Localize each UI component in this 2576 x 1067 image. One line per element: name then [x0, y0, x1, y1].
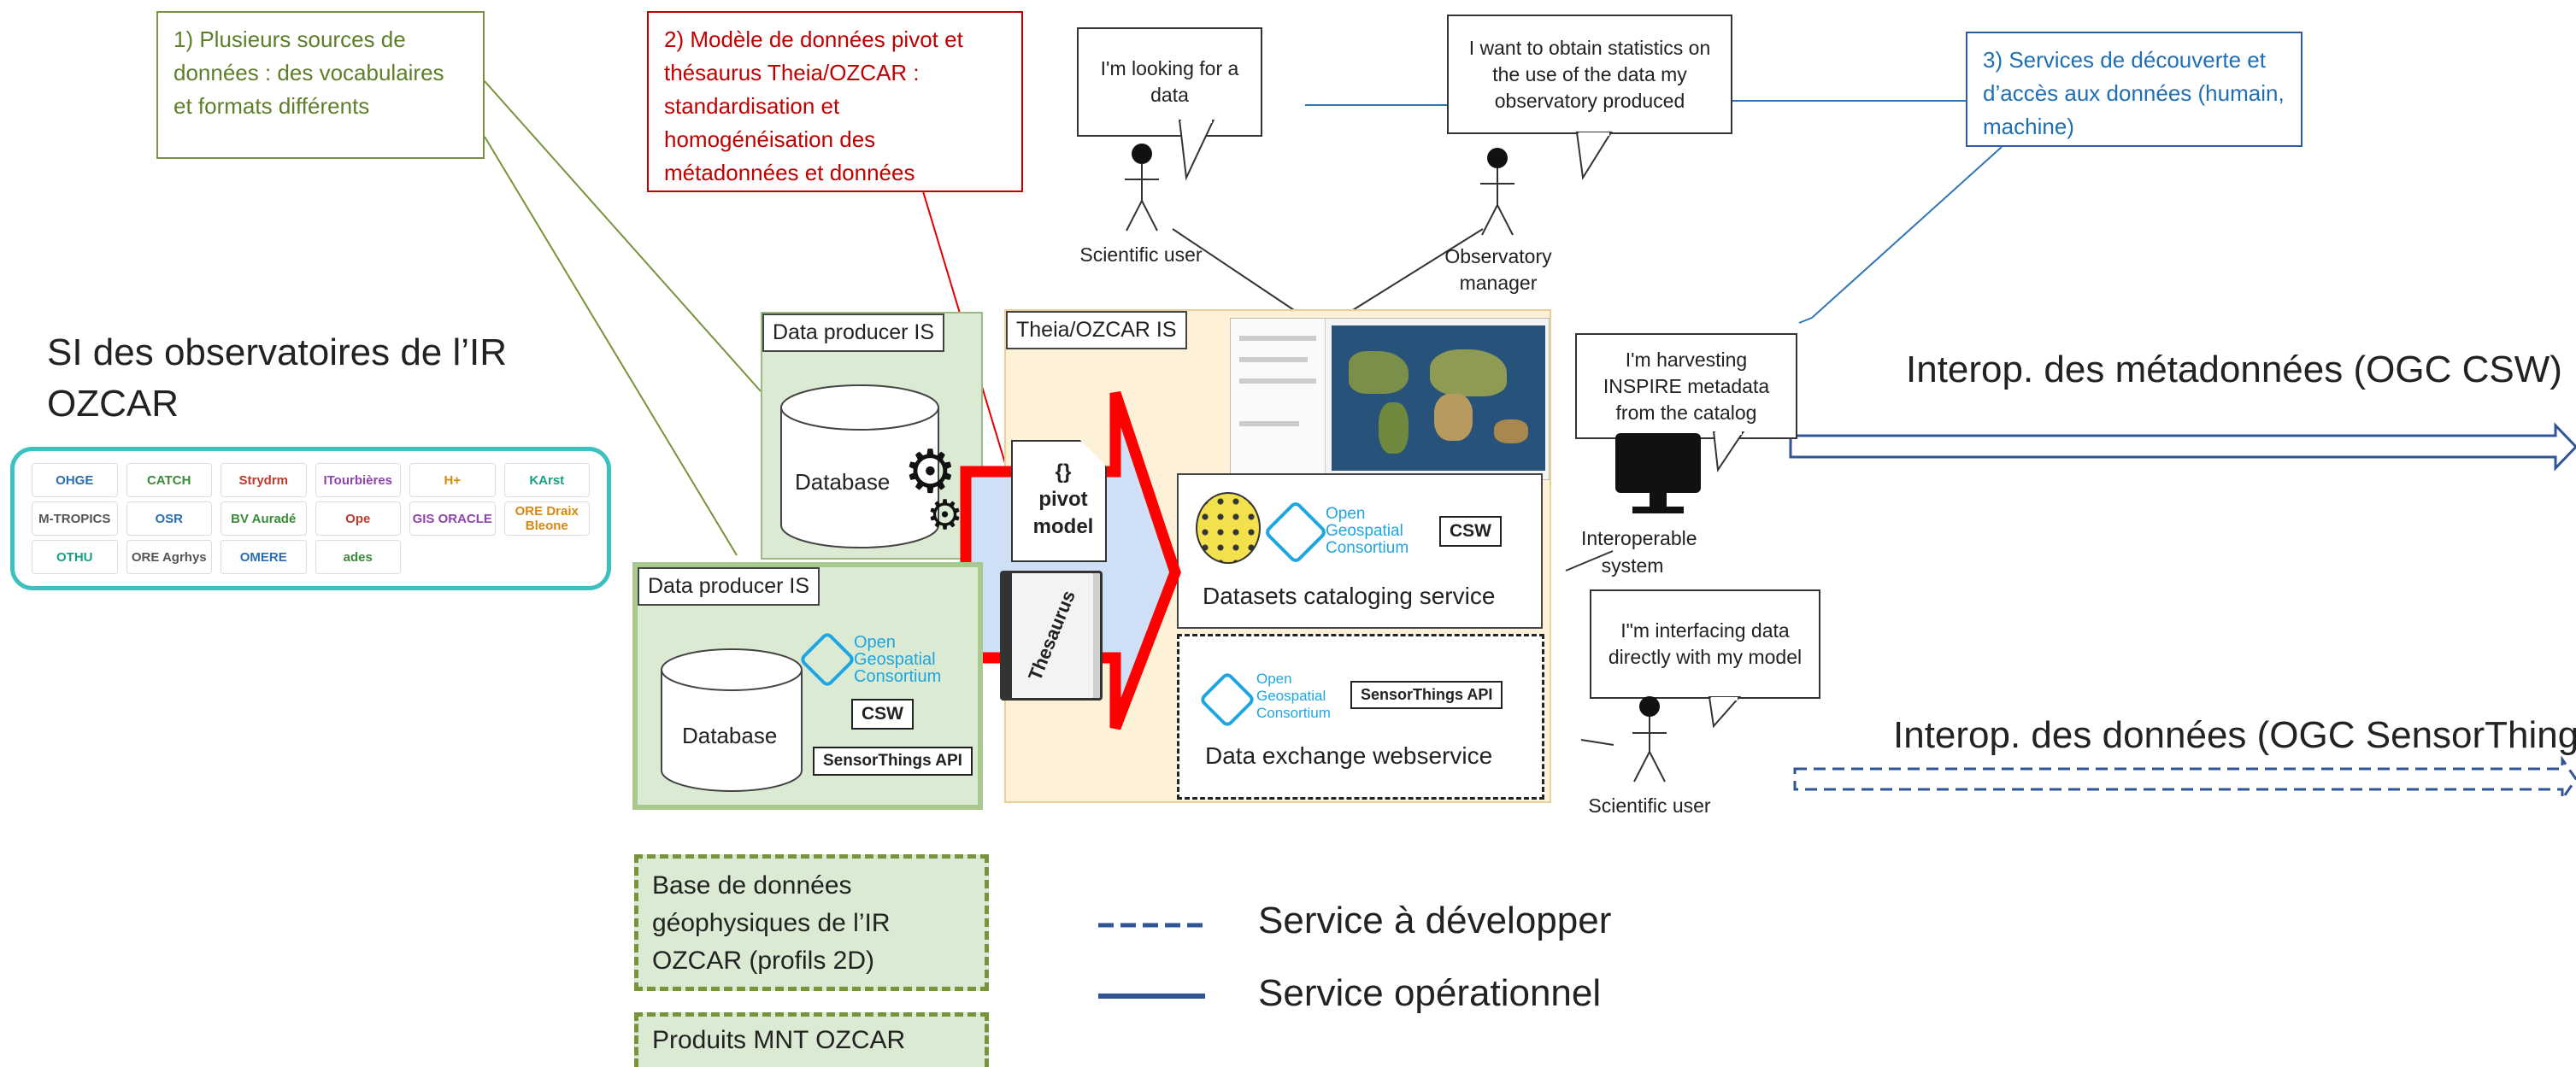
producer-csw-badge: CSW [851, 699, 914, 730]
computer-monitor-icon [1615, 433, 1701, 493]
catalog-screenshot [1230, 318, 1550, 480]
pivot-model-text: {} pivot model [1032, 460, 1094, 538]
observatory-manager-label: Observatory manager [1444, 245, 1552, 294]
observatory-logo: M-TROPICS [32, 501, 118, 536]
callout-sources: 1) Plusieurs sources de données : des vo… [156, 11, 485, 159]
bubble-text: I'm harvesting INSPIRE metadata from the… [1603, 348, 1770, 424]
observatories-title: SI des observatoires de l’IR OZCAR [47, 331, 508, 425]
observatory-logo: BV Auradé [221, 501, 307, 536]
observatory-logo: ITourbières [315, 463, 401, 497]
interop-data-label: Interop. des données (OGC SensorThings) [1893, 714, 2576, 756]
pivot-model-document: {} pivot model [1011, 440, 1107, 562]
bubble-text: I"m interfacing data directly with my mo… [1608, 619, 1803, 668]
speech-bubble-harvesting: I'm harvesting INSPIRE metadata from the… [1575, 333, 1797, 439]
speech-bubble-statistics: I want to obtain statistics on the use o… [1447, 15, 1732, 134]
gears-icon: ⚙ [903, 438, 957, 505]
dem-products-box: Produits MNT OZCAR [634, 1012, 989, 1067]
observatory-logo: OTHU [32, 540, 118, 574]
interoperable-system-label: Interoperable system [1581, 527, 1697, 577]
observatory-manager-figure [1480, 132, 1613, 236]
database-label: Database [795, 469, 891, 495]
ogc-logo-icon [1198, 671, 1256, 729]
observatory-logo: KArst [503, 463, 590, 497]
interop-arrows [1789, 422, 2576, 803]
data-exchange-service-box: Open Geospatial Consortium SensorThings … [1177, 634, 1544, 800]
scientific-user-top-figure [1125, 120, 1215, 232]
catalog-csw-badge: CSW [1439, 516, 1502, 547]
callout-services-text: 3) Services de découverte et d’accès aux… [1983, 47, 2285, 139]
observatory-logo: OHGE [32, 463, 118, 497]
ogc-logo-text: Open Geospatial Consortium [1256, 671, 1331, 721]
observatory-logo: ades [315, 540, 401, 574]
geophysics-database-text: Base de données géophysiques de l’IR OZC… [652, 871, 891, 975]
database-label: Database [682, 723, 778, 748]
dataset-icon [1196, 492, 1261, 564]
legend-solid-label: Service opérationnel [1258, 972, 1602, 1014]
observatory-logo: Ope [315, 501, 401, 536]
scientific-user-top-label: Scientific user [1079, 243, 1203, 266]
world-map [1332, 325, 1545, 471]
ogc-logo-icon [1262, 499, 1329, 566]
callout-pivot: 2) Modèle de données pivot et thésaurus … [647, 11, 1023, 192]
theia-ozcar-panel: Theia/OZCAR IS Open Geospatial Consortiu… [1004, 309, 1551, 803]
dem-products-text: Produits MNT OZCAR [652, 1026, 906, 1054]
ogc-logo-text: Open Geospatial Consortium [854, 633, 942, 686]
callout-sources-text: 1) Plusieurs sources de données : des vo… [173, 26, 444, 119]
interop-metadata-label: Interop. des métadonnées (OGC CSW) [1906, 349, 2562, 390]
ogc-logo-text: Open Geospatial Consortium [1326, 505, 1409, 557]
scientific-user-bottom-figure [1632, 696, 1742, 783]
catalog-service-box: Open Geospatial Consortium CSW Datasets … [1177, 473, 1543, 629]
producer-sensorthings-badge: SensorThings API [813, 747, 973, 776]
observatory-logo: Strydrm [221, 463, 307, 497]
geophysics-database-box: Base de données géophysiques de l’IR OZC… [634, 854, 989, 991]
exchange-sensorthings-badge: SensorThings API [1350, 681, 1503, 709]
theia-title: Theia/OZCAR IS [1006, 311, 1187, 349]
data-exchange-label: Data exchange webservice [1205, 742, 1493, 769]
gears-icon-small: ⚙ [926, 493, 964, 538]
scientific-user-bottom-label: Scientific user [1588, 794, 1711, 817]
callout-pivot-text: 2) Modèle de données pivot et thésaurus … [664, 26, 963, 185]
data-producer-title: Data producer IS [762, 314, 944, 352]
data-producer-panel-back: Data producer IS Database ⚙ ⚙ [761, 312, 983, 560]
bubble-text: I want to obtain statistics on the use o… [1468, 36, 1711, 112]
bubble-text: I'm looking for a data [1100, 57, 1239, 106]
observatory-logo: GIS ORACLE [409, 501, 496, 536]
user-connection-lines [1172, 228, 1614, 746]
thesaurus-label: Thesaurus [1024, 587, 1079, 684]
data-producer-title: Data producer IS [638, 567, 820, 606]
callout-services: 3) Services de découverte et d’accès aux… [1966, 32, 2303, 147]
speech-bubble-interfacing: I"m interfacing data directly with my mo… [1590, 589, 1820, 699]
observatory-logo: CATCH [126, 463, 212, 497]
database-cylinder-icon [780, 384, 939, 548]
database-cylinder-icon [661, 648, 803, 792]
speech-bubble-looking-for-data: I'm looking for a data [1077, 27, 1262, 137]
interoperable-system-figure [1615, 431, 1745, 513]
thesaurus-book-icon: Thesaurus [1000, 571, 1103, 701]
legend-lines [1098, 923, 1205, 999]
observatory-logo: ORE Draix Bleone [503, 501, 590, 536]
observatory-logo: ORE Agrhys [126, 540, 212, 574]
observatory-logo: OMERE [221, 540, 307, 574]
observatory-logo: OSR [126, 501, 212, 536]
ogc-logo-icon [798, 630, 856, 689]
observatory-logo: H+ [409, 463, 496, 497]
legend-dashed-label: Service à développer [1258, 900, 1612, 941]
data-producer-panel-front: Data producer IS Database Open Geospatia… [632, 562, 983, 810]
catalog-service-label: Datasets cataloging service [1203, 583, 1496, 609]
